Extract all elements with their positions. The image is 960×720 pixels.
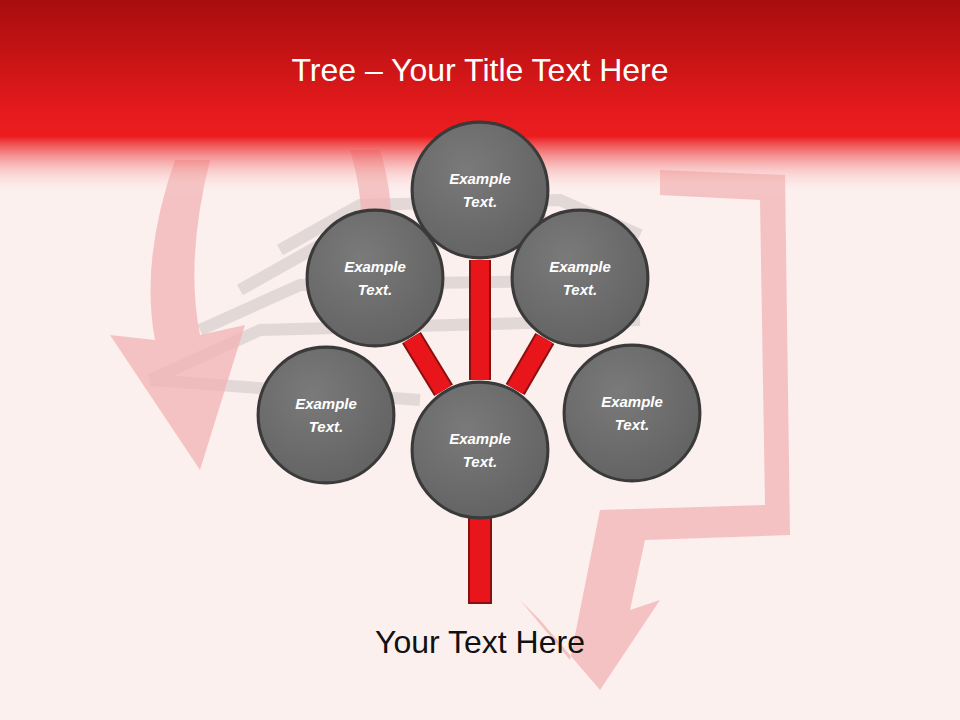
branch-fill	[411, 338, 443, 391]
branch-outline	[411, 338, 443, 391]
circle-outline	[256, 345, 396, 485]
slide-caption: Your Text Here	[0, 624, 960, 661]
tree-branch	[515, 339, 545, 390]
node-text: Example Text.	[440, 427, 520, 473]
circle-shape	[564, 345, 700, 481]
circle-outline	[305, 208, 445, 348]
tree-branch	[480, 260, 481, 380]
branch-fill	[515, 339, 545, 390]
circle-node: Example Text.	[305, 208, 445, 348]
circle-shape	[512, 210, 648, 346]
branch-outline	[469, 260, 491, 380]
branch-outline	[515, 339, 545, 390]
circle-shape	[258, 347, 394, 483]
circle-node: Example Text.	[410, 380, 550, 520]
node-text: Example Text.	[335, 255, 415, 301]
node-text: Example Text.	[440, 167, 520, 213]
circle-shape	[307, 210, 443, 346]
circle-node: Example Text.	[256, 345, 396, 485]
slide-title: Tree – Your Title Text Here	[0, 52, 960, 89]
node-text: Example Text.	[540, 255, 620, 301]
circle-node: Example Text.	[562, 343, 702, 483]
node-text: Example Text.	[286, 392, 366, 438]
branch-fill	[471, 260, 489, 380]
circle-outline	[510, 208, 650, 348]
circle-node: Example Text.	[510, 208, 650, 348]
node-text: Example Text.	[592, 390, 672, 436]
circle-outline	[562, 343, 702, 483]
tree-branch	[411, 338, 443, 391]
circle-shape	[412, 382, 548, 518]
circle-outline	[410, 380, 550, 520]
